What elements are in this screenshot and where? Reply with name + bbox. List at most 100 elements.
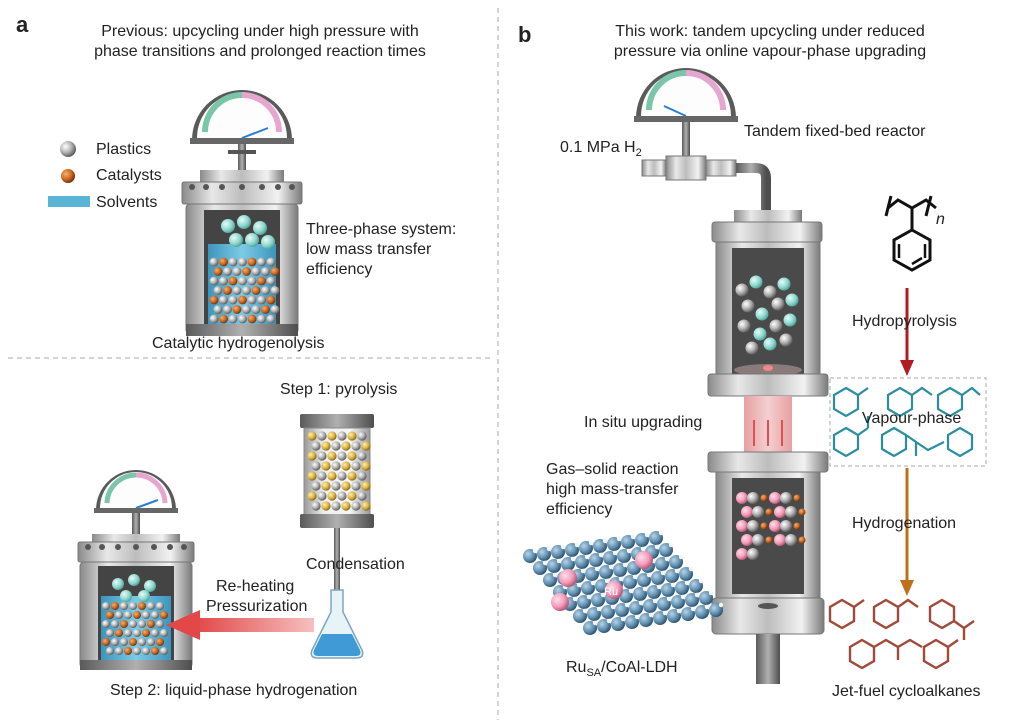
catalyst-particle xyxy=(798,508,806,516)
legend-solvents-label: Solvents xyxy=(96,194,158,211)
plastic-particle xyxy=(223,305,232,314)
plastic-particle xyxy=(232,286,242,295)
pyrolysis-gold-particle xyxy=(341,461,351,471)
ru-single-atom xyxy=(551,593,569,611)
ldh-lattice-hydroxyl xyxy=(718,602,724,608)
hydrogen-bubble xyxy=(752,534,764,546)
plastic-particle xyxy=(257,295,266,305)
ldh-lattice-hydroxyl xyxy=(652,598,658,604)
ldh-catalyst-lattice xyxy=(523,530,724,635)
ldh-lattice-hydroxyl xyxy=(584,554,590,560)
plastic-particle xyxy=(251,267,261,276)
catalyst-particle xyxy=(798,536,806,544)
ldh-lattice-hydroxyl xyxy=(570,556,576,562)
plastic-particle xyxy=(257,257,266,267)
plastic-particle xyxy=(238,276,247,286)
cycloalkane-molecules xyxy=(828,598,975,670)
ldh-lattice-hydroxyl xyxy=(612,550,618,556)
hydrogen-bubble xyxy=(755,307,769,321)
reheating-arrow xyxy=(166,610,314,640)
catalyst-particle xyxy=(106,611,114,619)
catalyst-particle xyxy=(760,522,768,530)
plastic-particle xyxy=(232,267,242,276)
plastic-particle xyxy=(160,629,168,637)
plastic-particle xyxy=(129,620,137,628)
catalyst-particle xyxy=(793,522,801,530)
ldh-lattice-hydroxyl xyxy=(662,610,668,616)
plastic-particle xyxy=(266,276,276,286)
catalyst-particle xyxy=(266,295,276,305)
plastic-particle xyxy=(242,286,251,295)
ldh-lattice-hydroxyl xyxy=(680,594,686,600)
plastic-particle xyxy=(779,333,793,347)
plastic-particle xyxy=(209,314,219,324)
hydrogen-bubble xyxy=(261,235,275,249)
pyrolysis-grey-particle xyxy=(311,501,321,511)
ldh-lattice-hydroxyl xyxy=(708,590,714,596)
plastic-particle xyxy=(745,341,759,355)
plastic-particle xyxy=(270,305,280,314)
plastic-particle xyxy=(242,305,251,314)
catalysts-legend-marker xyxy=(61,169,75,183)
hydrogen-bubble xyxy=(777,277,791,291)
catalyst-particle xyxy=(247,257,257,267)
vapour-phase-box xyxy=(829,377,987,467)
legend-plastics-label: Plastics xyxy=(96,141,152,158)
vapour-phase-label: Vapour-phase xyxy=(862,410,962,427)
catalyst-particle xyxy=(257,276,266,286)
pyrolysis-grey-particle xyxy=(331,441,341,451)
plastic-particle xyxy=(129,602,137,610)
plastic-particle xyxy=(142,647,150,655)
pyrolysis-gold-particle xyxy=(347,451,357,461)
plastic-particle xyxy=(102,620,110,628)
pyrolysis-gold-particle xyxy=(307,471,317,481)
plastic-particle xyxy=(151,629,159,637)
ldh-lattice-hydroxyl xyxy=(572,596,578,602)
pyrolysis-grey-particle xyxy=(357,431,367,441)
catalyst-particle xyxy=(151,647,159,655)
plastic-particle xyxy=(111,620,119,628)
pyrolysis-grey-particle xyxy=(337,491,347,501)
ldh-lattice-hydroxyl xyxy=(698,578,704,584)
ldh-lattice-hydroxyl xyxy=(630,534,636,540)
catalyst-particle xyxy=(156,638,164,646)
plastic-particle xyxy=(138,620,146,628)
pyrolysis-gold-particle xyxy=(361,501,371,511)
condensation-flask xyxy=(310,589,364,659)
pyrolysis-grey-particle xyxy=(337,431,347,441)
pyrolysis-gold-particle xyxy=(347,431,357,441)
plastic-particle xyxy=(247,276,257,286)
pyrolysis-gold-particle xyxy=(327,431,337,441)
hydrogen-bubble xyxy=(785,293,799,307)
plastic-particle xyxy=(209,257,219,267)
pyrolysis-gold-particle xyxy=(321,461,331,471)
ldh-lattice-hydroxyl xyxy=(586,594,592,600)
ru-particle xyxy=(741,534,753,546)
ldh-lattice-hydroxyl xyxy=(660,570,666,576)
catalyst-particle xyxy=(142,629,150,637)
ldh-lattice-hydroxyl xyxy=(640,546,646,552)
hydrogen-bubble xyxy=(221,219,235,233)
ldh-lattice-hydroxyl xyxy=(608,564,614,570)
pressure-gauge-b xyxy=(634,68,771,216)
ldh-lattice-hydroxyl xyxy=(582,608,588,614)
catalyst-particle xyxy=(138,602,146,610)
pyrolysis-gold-particle xyxy=(347,471,357,481)
panel-b-letter: b xyxy=(518,22,532,47)
catalyst-particle xyxy=(102,638,110,646)
ldh-lattice-hydroxyl xyxy=(616,536,622,542)
ldh-lattice-hydroxyl xyxy=(598,552,604,558)
catalyst-particle xyxy=(760,494,768,502)
plastic-particle xyxy=(147,602,155,610)
hydrogen-bubble xyxy=(229,233,243,247)
ru-site-label: Ru xyxy=(604,586,619,598)
ldh-lattice-hydroxyl xyxy=(704,604,710,610)
ldh-lattice-hydroxyl xyxy=(576,582,582,588)
ldh-lattice-hydroxyl xyxy=(658,530,664,536)
plastic-particle xyxy=(257,314,266,324)
ru-particle xyxy=(741,506,753,518)
plastic-particle xyxy=(111,638,119,646)
plastic-particle xyxy=(133,629,141,637)
catalyst-particle xyxy=(261,305,270,314)
catalyst-name-rest: /CoAl-LDH xyxy=(601,659,678,676)
